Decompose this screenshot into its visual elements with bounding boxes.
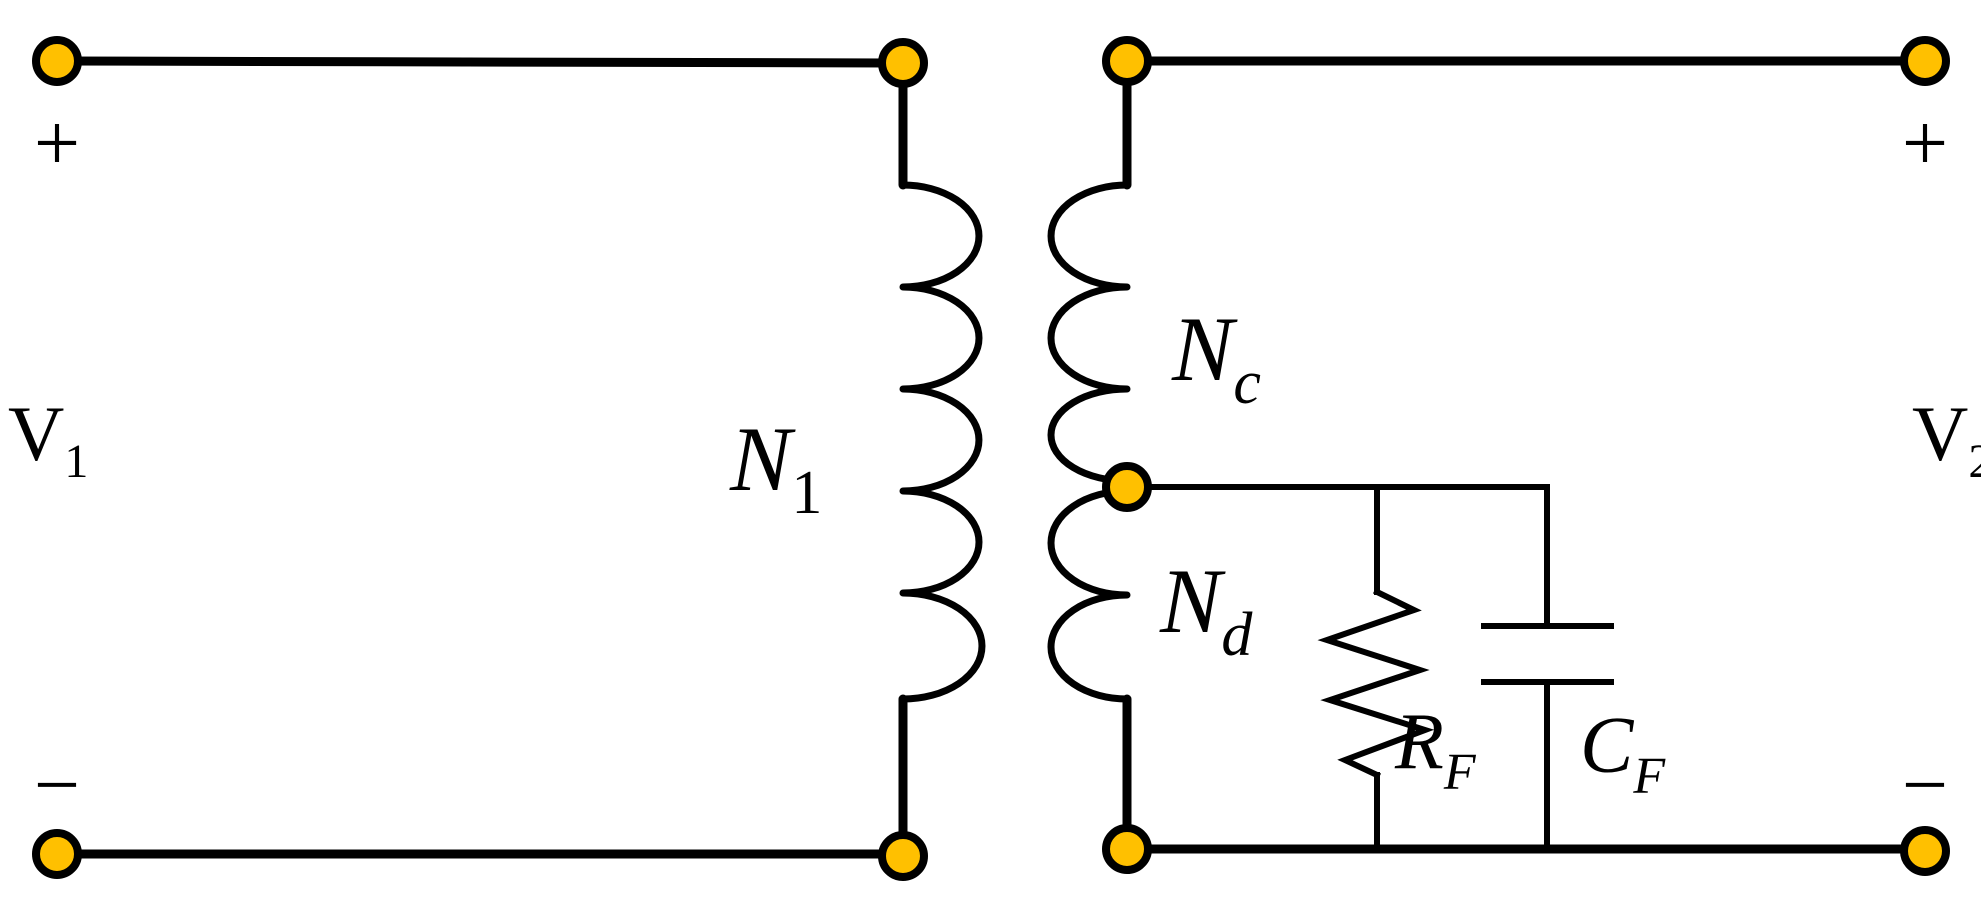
terminal-v2-minus — [1900, 826, 1950, 876]
terminal-tap — [1102, 462, 1152, 512]
terminal-v2-plus — [1900, 36, 1950, 86]
terminal-secondary-top — [1102, 36, 1152, 86]
terminal-v1-minus — [32, 829, 82, 879]
resistor-rf — [1317, 484, 1435, 852]
primary-top-wire — [52, 56, 908, 68]
secondary-coil-nd — [1047, 487, 1131, 703]
v1-label: V1 — [8, 390, 88, 488]
terminal-v1-plus — [32, 36, 82, 86]
terminal-primary-top — [878, 38, 928, 88]
rf-label: RF — [1394, 698, 1477, 801]
capacitor-cf — [1481, 484, 1614, 852]
terminals — [32, 36, 1950, 881]
primary-coil-n1 — [899, 181, 986, 703]
v1-plus-sign: + — [34, 97, 80, 188]
n1-label: N1 — [729, 408, 822, 527]
v2-minus-sign: − — [1902, 739, 1948, 830]
v2-label: V2 — [1912, 390, 1981, 488]
nd-label: Nd — [1159, 550, 1253, 669]
nc-label: Nc — [1171, 298, 1261, 417]
terminal-primary-bottom — [878, 831, 928, 881]
cf-label: CF — [1580, 702, 1666, 805]
v1-minus-sign: − — [34, 739, 80, 830]
terminal-secondary-bottom — [1102, 824, 1152, 874]
secondary-coil-nc — [1047, 181, 1131, 485]
resistor-zigzag — [1317, 587, 1435, 779]
v2-plus-sign: + — [1902, 97, 1948, 188]
primary-circuit — [52, 56, 986, 859]
secondary-circuit — [1047, 56, 1930, 854]
